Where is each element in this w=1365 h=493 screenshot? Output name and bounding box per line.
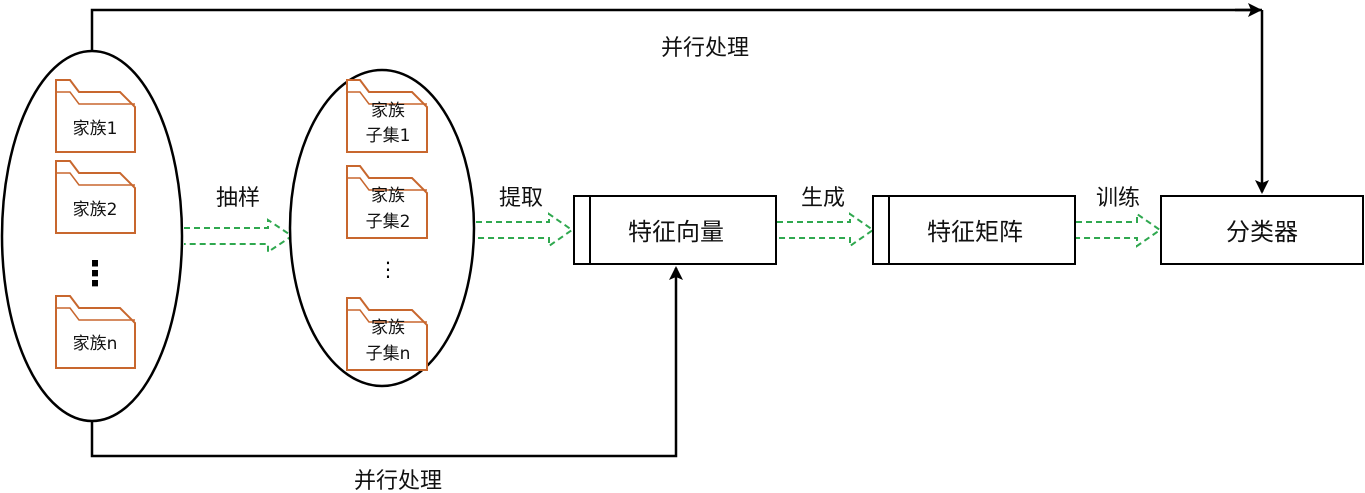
top-flow-label: 并行处理 bbox=[661, 36, 749, 61]
sampling-arrow bbox=[184, 218, 294, 254]
bottom-flow-label: 并行处理 bbox=[354, 469, 442, 493]
bottom-parallel-connector bbox=[90, 266, 683, 458]
family-folder-1: 家族1 bbox=[55, 79, 136, 153]
generate-arrow bbox=[777, 212, 875, 248]
subset-label-n-line2: 子集n bbox=[366, 344, 411, 364]
sampling-label: 抽样 bbox=[216, 186, 260, 211]
generate-label: 生成 bbox=[801, 186, 845, 211]
subset-label-2-line2: 子集2 bbox=[366, 212, 411, 232]
train-label: 训练 bbox=[1096, 186, 1140, 211]
families-ellipse bbox=[0, 49, 184, 423]
feature-matrix-label: 特征矩阵 bbox=[927, 218, 1023, 246]
train-arrow bbox=[1076, 212, 1162, 248]
extract-label: 提取 bbox=[499, 186, 543, 211]
subset-label-2-line1: 家族 bbox=[371, 186, 405, 206]
family-folder-2: 家族2 bbox=[55, 160, 136, 234]
family-folder-n: 家族n bbox=[55, 295, 136, 369]
subset-folder-1: 家族 子集1 bbox=[346, 79, 428, 153]
subset-folder-n: 家族 子集n bbox=[346, 297, 428, 371]
feature-vector-label: 特征向量 bbox=[628, 218, 724, 246]
feature-vector-box: 特征向量 bbox=[573, 195, 777, 265]
families-ellipsis: ⋮ bbox=[78, 254, 112, 294]
classifier-box: 分类器 bbox=[1160, 195, 1364, 265]
subsets-ellipsis: ⋮ bbox=[378, 257, 398, 281]
classifier-label: 分类器 bbox=[1226, 218, 1298, 246]
subset-folder-2: 家族 子集2 bbox=[346, 165, 428, 239]
subset-label-1-line1: 家族 bbox=[371, 101, 405, 121]
family-label-1: 家族1 bbox=[73, 119, 118, 139]
family-label-2: 家族2 bbox=[73, 200, 118, 220]
family-label-n: 家族n bbox=[73, 334, 118, 354]
subset-label-1-line2: 子集1 bbox=[366, 126, 411, 146]
extract-arrow bbox=[476, 212, 574, 248]
subset-label-n-line1: 家族 bbox=[371, 318, 405, 338]
feature-matrix-box: 特征矩阵 bbox=[872, 195, 1076, 265]
